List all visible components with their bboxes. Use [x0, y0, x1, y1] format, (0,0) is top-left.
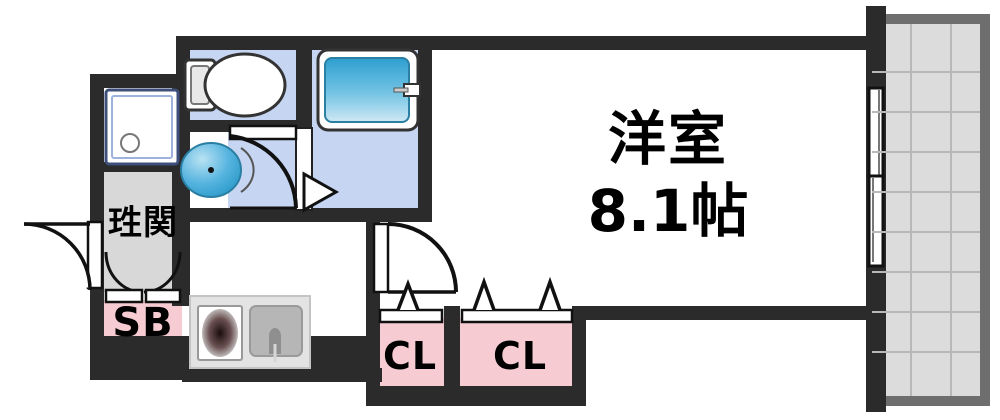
- vanity-room-blue: [228, 132, 300, 210]
- washing-machine-area: [104, 86, 182, 168]
- genkan-label: 珄関: [108, 203, 178, 243]
- closet-divider-wall: [444, 306, 460, 390]
- wall-wm-genkan-divider: [90, 162, 182, 172]
- exterior-wall-left-upper: [90, 74, 104, 360]
- closet-1-area: [376, 318, 444, 388]
- closet-wall-left-outer: [366, 306, 380, 396]
- exterior-wall-top: [182, 36, 882, 50]
- balcony-area: [872, 14, 990, 406]
- main-room-size-label: 8.1帖: [587, 177, 749, 245]
- sanitary-wall-bottom: [176, 208, 432, 222]
- closet-wall-bottom: [366, 386, 586, 406]
- main-room-wall-right-lower: [866, 268, 886, 316]
- main-room-wall-right-upper: [866, 36, 886, 88]
- toilet-room-area: [190, 44, 300, 126]
- entrance-door-jamb-top: [90, 218, 104, 224]
- shoe-box-area: [104, 300, 182, 338]
- bathroom-area: [312, 44, 424, 210]
- sanitary-wall-toilet-divider: [176, 120, 306, 132]
- main-room-name-label: 洋室: [607, 105, 728, 173]
- entrance-door-jamb-bottom: [90, 286, 104, 292]
- balcony-wall-bottom: [872, 396, 990, 406]
- closet-2-label: CL: [492, 334, 548, 378]
- balcony-wall-right: [980, 14, 990, 406]
- closet-2-area: [460, 318, 580, 388]
- closet-1-label: CL: [382, 334, 438, 378]
- main-room-wall-bottom-right: [580, 306, 880, 320]
- exterior-wall-bottom-kitchen: [182, 368, 382, 382]
- sanitary-wall-vertical-mid: [296, 36, 312, 222]
- balcony-wall-top: [872, 14, 990, 24]
- sanitary-wall-right: [418, 36, 432, 222]
- shoe-box-label: SB: [112, 300, 174, 346]
- closet-wall-right: [572, 306, 586, 400]
- wall-wm-top: [90, 74, 190, 88]
- main-room-area: [424, 44, 872, 316]
